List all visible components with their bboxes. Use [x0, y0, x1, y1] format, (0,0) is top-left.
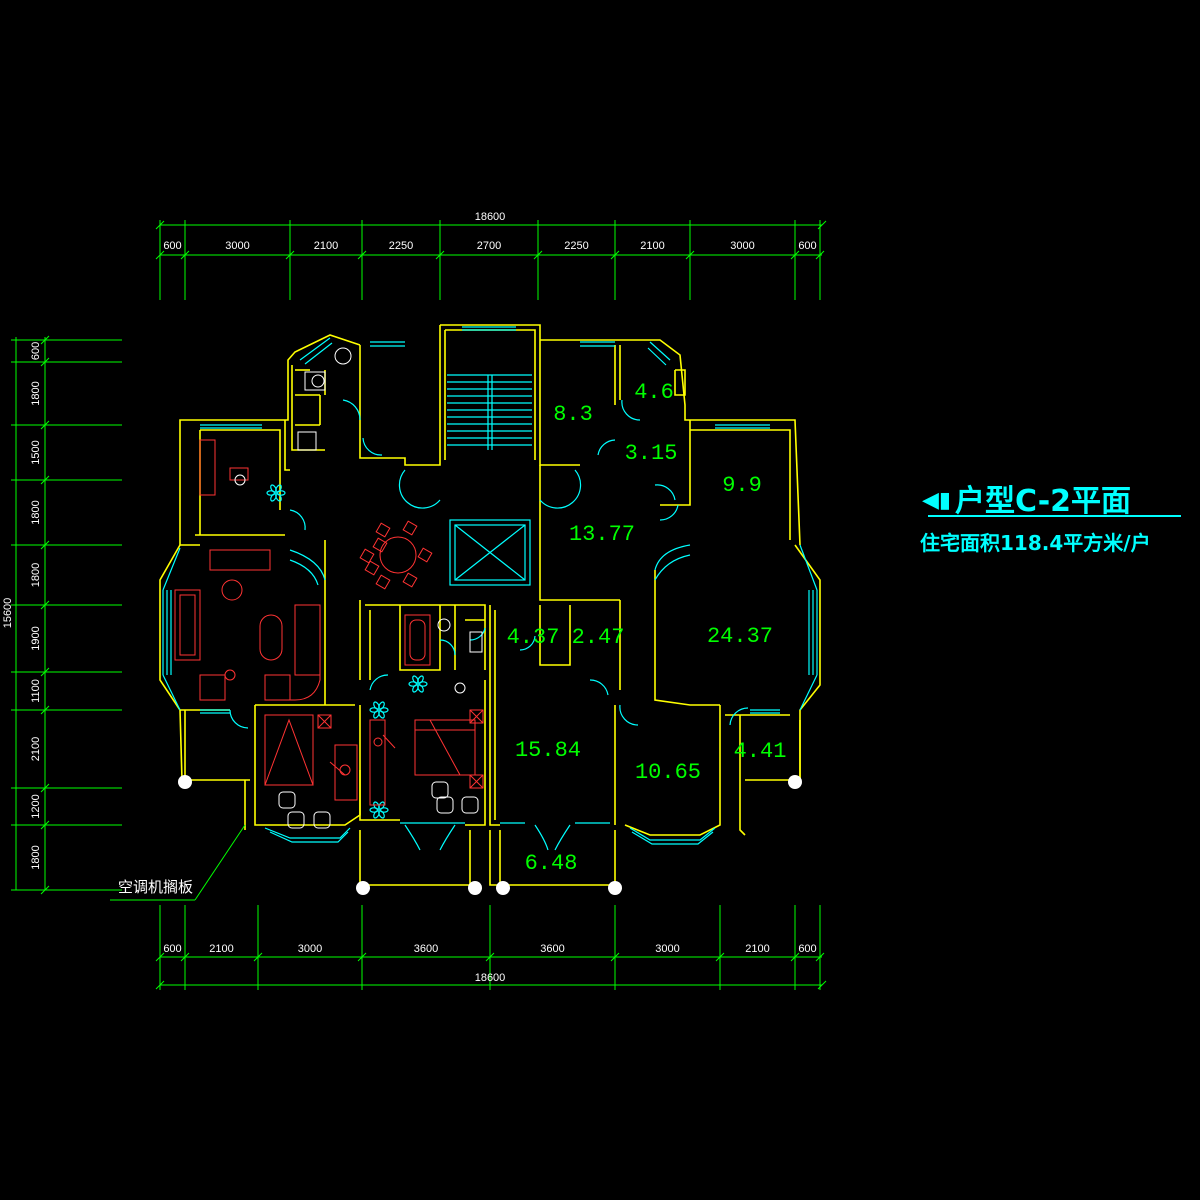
room-area-label: 2.47	[572, 625, 625, 650]
walls	[159, 324, 821, 886]
bottom-segment-dim: 2100	[209, 943, 233, 955]
room-area-label: 10.65	[635, 760, 701, 785]
bottom-segment-dim: 3000	[655, 943, 679, 955]
room-area-label: 8.3	[553, 402, 593, 427]
top-segment-dim: 3000	[730, 240, 754, 252]
plan-title-text: 户型C-2平面	[955, 484, 1132, 519]
room-area-label: 3.15	[625, 441, 678, 466]
bottom-segment-dim: 600	[798, 943, 816, 955]
plan-title: ◀▮户型C-2平面	[922, 476, 1131, 520]
bottom-segment-dim: 2100	[745, 943, 769, 955]
room-area-labels: 8.3 4.6 3.15 9.9 13.77 4.37 2.47 24.37 15.84 10.6…	[507, 380, 787, 876]
ac-panel-label: 空调机搁板	[118, 878, 193, 896]
left-segment-dim: 1500	[30, 440, 42, 464]
room-area-label: 24.37	[707, 624, 773, 649]
left-segment-dim: 1200	[30, 794, 42, 818]
equipment	[264, 709, 484, 789]
left-segment-dim: 1800	[30, 500, 42, 524]
left-segment-dim: 1800	[30, 381, 42, 405]
fixtures	[234, 347, 483, 829]
furniture	[174, 439, 476, 806]
left-segment-dim: 1100	[30, 679, 42, 703]
plan-subtitle: 住宅面积118.4平方米/户	[920, 531, 1151, 555]
bottom-segment-dim: 3600	[414, 943, 438, 955]
room-area-label: 4.6	[634, 380, 674, 405]
top-segment-dim: 600	[163, 240, 181, 252]
top-segment-dim: 2100	[640, 240, 664, 252]
columns	[178, 775, 802, 895]
top-segment-dim: 2250	[564, 240, 588, 252]
top-segment-dim: 3000	[225, 240, 249, 252]
bottom-segment-dim: 3600	[540, 943, 564, 955]
top-segment-dim: 2250	[389, 240, 413, 252]
title-marker-icon: ◀▮	[922, 488, 952, 513]
bottom-total-dim: 18600	[475, 972, 506, 984]
bottom-segment-dim: 3000	[298, 943, 322, 955]
dimension-lines	[11, 220, 827, 990]
left-segment-dim: 2100	[30, 737, 42, 761]
top-total-dim: 18600	[475, 211, 506, 223]
left-total-dim: 15600	[2, 598, 14, 629]
room-area-label: 4.37	[507, 625, 560, 650]
room-area-label: 13.77	[569, 522, 635, 547]
bottom-segment-dim: 600	[163, 943, 181, 955]
windows	[162, 326, 818, 851]
room-area-label: 9.9	[722, 473, 762, 498]
room-area-label: 4.41	[734, 739, 787, 764]
left-segment-dim: 600	[30, 342, 42, 360]
top-segment-dim: 600	[798, 240, 816, 252]
top-segment-dim: 2700	[477, 240, 501, 252]
left-segment-dim: 1800	[30, 845, 42, 869]
room-area-label: 15.84	[515, 738, 581, 763]
room-area-label: 6.48	[525, 851, 578, 876]
top-segment-dim: 2100	[314, 240, 338, 252]
ac-panel-leader	[110, 824, 246, 901]
left-segment-dim: 1900	[30, 626, 42, 650]
title-underline	[928, 515, 1181, 517]
left-segment-dim: 1800	[30, 563, 42, 587]
